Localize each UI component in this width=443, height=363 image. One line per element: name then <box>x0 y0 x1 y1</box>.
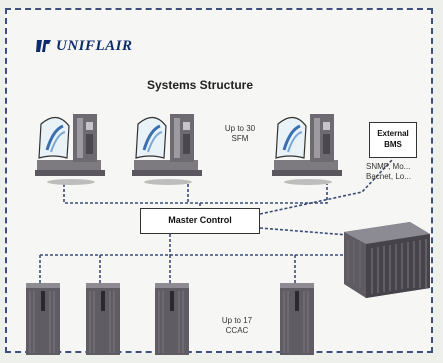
chiller-link <box>259 227 349 236</box>
ccac-note-line-2: CCAC <box>225 326 249 335</box>
protocol-note: SNMP, Mo... Bacnet, Lo... <box>366 162 428 182</box>
chiller-unit-icon <box>344 222 430 298</box>
workstation-terminal-icon <box>272 114 342 185</box>
external-bms-line-2: BMS <box>384 140 402 149</box>
ccac-cabinet-icon <box>86 283 120 355</box>
uniflair-logo-icon <box>36 40 51 52</box>
logo-text: UNIFLAIR <box>56 37 133 54</box>
ccac-note-line-1: Up to 17 <box>221 316 253 325</box>
master-control-box: Master Control <box>140 208 260 234</box>
protocol-note-line-1: SNMP, Mo... <box>366 162 411 171</box>
workstation-note-line-1: Up to 30 <box>224 124 256 133</box>
ccac-cabinet-icon <box>26 283 60 355</box>
uniflair-logo: UNIFLAIR <box>36 36 133 56</box>
workstation-count-note: Up to 30 SFM <box>216 124 264 144</box>
external-bms-line-1: External <box>377 129 409 138</box>
workstation-terminal-icon <box>35 114 105 185</box>
ccac-cabinet-icon <box>280 283 314 355</box>
workstation-terminal-icon <box>132 114 202 185</box>
ccac-cabinet-icon <box>155 283 189 355</box>
external-bms-box: External BMS <box>369 122 417 158</box>
diagram-title: Systems Structure <box>146 78 254 92</box>
workstation-bus <box>63 184 328 204</box>
ccac-count-note: Up to 17 CCAC <box>215 316 259 336</box>
protocol-note-line-2: Bacnet, Lo... <box>366 172 411 181</box>
workstation-note-line-2: SFM <box>231 134 249 143</box>
